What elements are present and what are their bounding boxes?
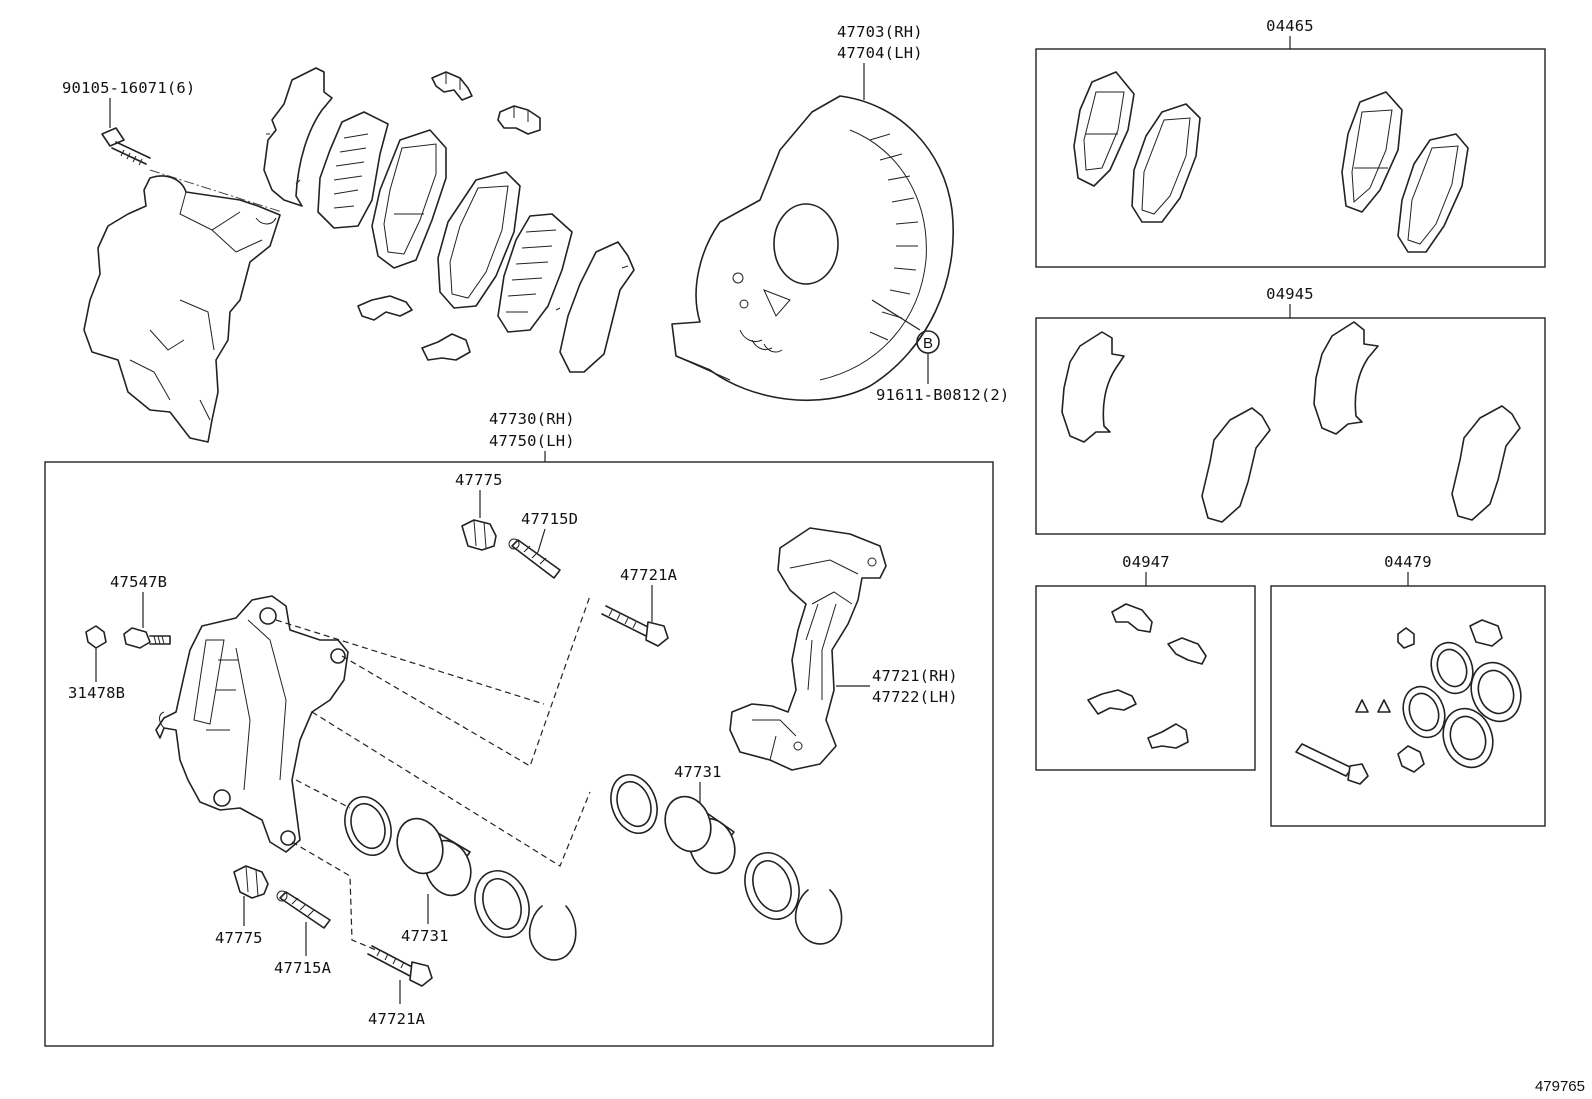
label-cylinder-kit[interactable]: 04479 xyxy=(1384,553,1432,571)
pad-clip-bottom-a-icon xyxy=(357,295,413,321)
fitting-kit-clips-icon xyxy=(1087,603,1207,749)
label-pin-d[interactable]: 47715D xyxy=(521,510,578,528)
label-shield-lh[interactable]: 47704(LH) xyxy=(837,44,923,62)
caliper-mounting-bracket-icon xyxy=(729,527,887,771)
snap-ring-left-icon xyxy=(528,905,577,961)
bolt-90105-icon xyxy=(101,127,151,166)
boot-top-icon xyxy=(461,519,497,551)
diagram-id: 479765 xyxy=(1535,1078,1585,1095)
cylinder-boot-right-icon xyxy=(744,852,800,920)
label-piston-left[interactable]: 47731 xyxy=(401,927,449,945)
cylinder-kit-parts-icon xyxy=(1295,619,1522,785)
caliper-knuckle-icon xyxy=(83,175,281,443)
label-boot-bottom[interactable]: 47775 xyxy=(215,929,263,947)
shim-kit-shims-icon xyxy=(1061,321,1521,523)
caliper-assembly-box xyxy=(44,461,994,1047)
boot-bottom-icon xyxy=(233,865,269,899)
label-piston-right[interactable]: 47731 xyxy=(674,763,722,781)
label-caliper-rh[interactable]: 47730(RH) xyxy=(489,410,575,428)
label-shim-kit[interactable]: 04945 xyxy=(1266,285,1314,303)
inner-shim-icon xyxy=(555,241,635,373)
label-bleeder[interactable]: 47547B xyxy=(110,573,167,591)
bleeder-screw-icon xyxy=(123,627,171,649)
label-mount-lh[interactable]: 47722(LH) xyxy=(872,688,958,706)
label-bolt-90105[interactable]: 90105-16071(6) xyxy=(62,79,195,97)
pad-kit-pads-icon xyxy=(1073,71,1469,253)
brake-pad-inner-icon xyxy=(437,171,521,309)
piston-seal-left-icon xyxy=(344,796,392,856)
piston-right-icon xyxy=(664,795,736,875)
inner-anti-squeal-shim-icon xyxy=(497,213,573,333)
label-shield-rh[interactable]: 47703(RH) xyxy=(837,23,923,41)
piston-seal-right-icon xyxy=(610,774,658,834)
label-clip-91611[interactable]: 91611-B0812(2) xyxy=(876,386,1009,404)
label-bolt-bottom[interactable]: 47721A xyxy=(368,1010,426,1028)
pad-kit-box xyxy=(1035,48,1546,268)
label-fitting-kit[interactable]: 04947 xyxy=(1122,553,1170,571)
anti-squeal-shim-icon xyxy=(317,111,389,229)
label-boot-top[interactable]: 47775 xyxy=(455,471,503,489)
disc-dust-shield-icon xyxy=(671,95,954,402)
piston-left-icon xyxy=(396,817,472,897)
guide-pin-a-icon xyxy=(276,890,331,929)
pad-clip-top-a-icon xyxy=(431,71,473,101)
caliper-body-icon xyxy=(155,595,349,853)
fitting-kit-box xyxy=(1035,585,1256,771)
bolt-bottom-icon xyxy=(367,945,433,987)
guide-pin-d-icon xyxy=(508,538,561,579)
label-pin-a[interactable]: 47715A xyxy=(274,959,332,977)
label-mount-rh[interactable]: 47721(RH) xyxy=(872,667,958,685)
label-ref-b[interactable]: B xyxy=(923,335,933,352)
shim-kit-box xyxy=(1035,317,1546,535)
pad-clip-bottom-b-icon xyxy=(421,333,471,361)
snap-ring-right-icon xyxy=(794,889,843,945)
bleeder-cap-icon xyxy=(85,625,107,649)
brake-pad-outer-icon xyxy=(371,129,447,269)
cylinder-boot-left-icon xyxy=(474,870,530,938)
label-caliper-lh[interactable]: 47750(LH) xyxy=(489,432,575,450)
label-cap[interactable]: 31478B xyxy=(68,684,125,702)
cylinder-kit-box xyxy=(1270,585,1546,827)
bolt-top-icon xyxy=(601,605,669,647)
outer-shim-icon xyxy=(263,67,333,207)
pad-clip-top-b-icon xyxy=(497,105,541,135)
label-pad-kit[interactable]: 04465 xyxy=(1266,17,1314,35)
label-bolt-top[interactable]: 47721A xyxy=(620,566,678,584)
